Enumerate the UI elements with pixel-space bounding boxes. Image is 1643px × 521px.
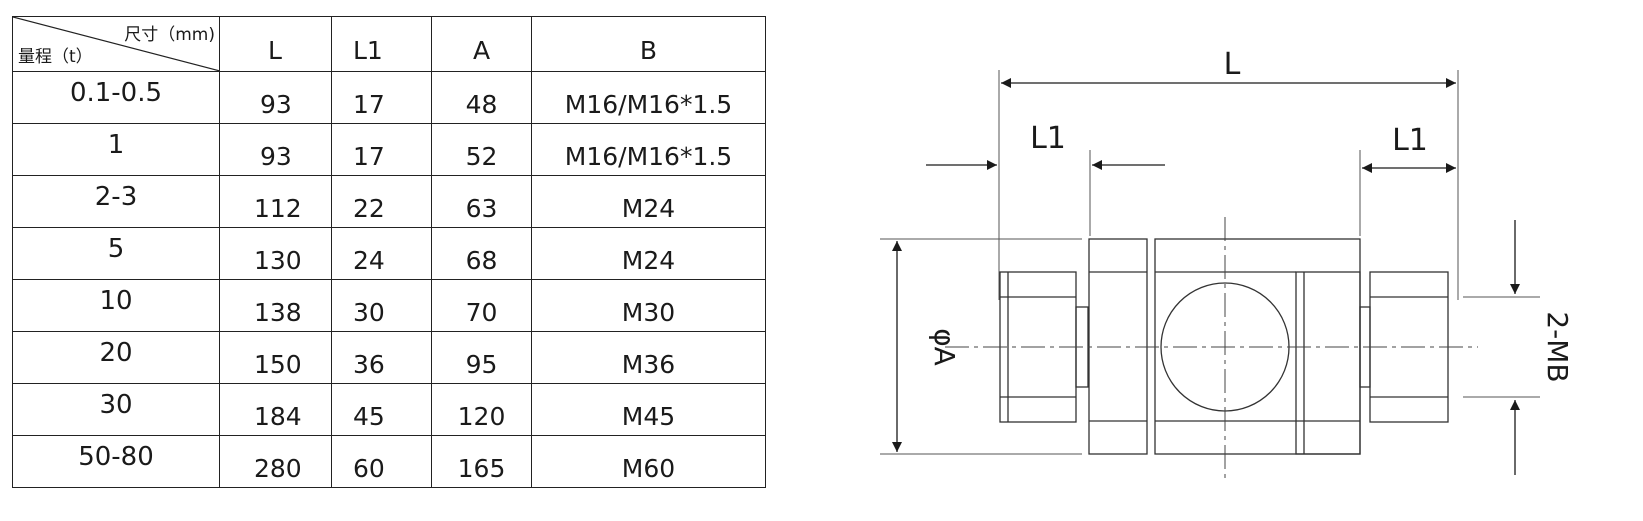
corner-dimension-label: 尺寸（mm) (124, 25, 215, 45)
value-A-cell: 165 (431, 435, 532, 488)
technical-drawing: L L1 L1 φA 2-MB (880, 47, 1574, 478)
range-cell: 50-80 (12, 435, 220, 488)
range-cell: 0.1-0.5 (12, 71, 220, 124)
table-row: 2-3 112 22 63 M24 (12, 175, 766, 228)
label-L: L (1224, 47, 1241, 82)
dimension-L1-right: L1 (1362, 123, 1456, 173)
range-cell: 5 (12, 227, 220, 280)
value-A-cell: 68 (431, 227, 532, 280)
value-A-cell: 95 (431, 331, 532, 384)
corner-diagonal-line (13, 17, 219, 71)
value-L1-cell: 22 (331, 175, 432, 228)
value-A-cell: 70 (431, 279, 532, 332)
value-A-cell: 48 (431, 71, 532, 124)
dimension-table: 尺寸（mm) 量程（t） L L1 A B 0.1-0.5 93 17 48 M… (12, 16, 766, 488)
value-L1-cell: 17 (331, 71, 432, 124)
value-L-cell: 112 (219, 175, 332, 228)
table-row: 5 130 24 68 M24 (12, 227, 766, 280)
value-B-cell: M16/M16*1.5 (531, 123, 766, 176)
range-cell: 1 (12, 123, 220, 176)
value-L-cell: 93 (219, 123, 332, 176)
range-cell: 20 (12, 331, 220, 384)
column-header-L: L (219, 16, 332, 72)
value-B-cell: M45 (531, 383, 766, 436)
value-L-cell: 93 (219, 71, 332, 124)
value-B-cell: M24 (531, 175, 766, 228)
value-L1-cell: 45 (331, 383, 432, 436)
value-L-cell: 130 (219, 227, 332, 280)
dimension-2MB: 2-MB (1510, 220, 1574, 475)
right-flange (1295, 271, 1361, 455)
value-B-cell: M16/M16*1.5 (531, 71, 766, 124)
value-L-cell: 150 (219, 331, 332, 384)
value-L1-cell: 24 (331, 227, 432, 280)
table-row: 10 138 30 70 M30 (12, 279, 766, 332)
dimension-L: L (1001, 47, 1456, 88)
table-header-row: 尺寸（mm) 量程（t） L L1 A B (12, 16, 766, 72)
table-row: 0.1-0.5 93 17 48 M16/M16*1.5 (12, 71, 766, 124)
column-header-B: B (531, 16, 766, 72)
table-row: 30 184 45 120 M45 (12, 383, 766, 436)
value-L1-cell: 30 (331, 279, 432, 332)
value-B-cell: M60 (531, 435, 766, 488)
value-L1-cell: 17 (331, 123, 432, 176)
table-row: 20 150 36 95 M36 (12, 331, 766, 384)
value-B-cell: M24 (531, 227, 766, 280)
value-A-cell: 52 (431, 123, 532, 176)
range-cell: 2-3 (12, 175, 220, 228)
value-A-cell: 120 (431, 383, 532, 436)
range-cell: 30 (12, 383, 220, 436)
center-lines (945, 217, 1478, 478)
value-A-cell: 63 (431, 175, 532, 228)
column-header-A: A (431, 16, 532, 72)
column-header-L1: L1 (331, 16, 432, 72)
value-L-cell: 184 (219, 383, 332, 436)
value-B-cell: M36 (531, 331, 766, 384)
corner-header-cell: 尺寸（mm) 量程（t） (12, 16, 220, 72)
label-2MB: 2-MB (1541, 311, 1574, 382)
value-L1-cell: 60 (331, 435, 432, 488)
dimension-L1-left: L1 (926, 121, 1165, 170)
table-row: 1 93 17 52 M16/M16*1.5 (12, 123, 766, 176)
value-L1-cell: 36 (331, 331, 432, 384)
table-row: 50-80 280 60 165 M60 (12, 435, 766, 488)
extension-lines (880, 70, 1540, 455)
label-L1-left: L1 (1030, 121, 1066, 156)
label-L1-right: L1 (1392, 123, 1428, 158)
value-L-cell: 138 (219, 279, 332, 332)
value-L-cell: 280 (219, 435, 332, 488)
corner-range-label: 量程（t） (18, 47, 93, 67)
value-B-cell: M30 (531, 279, 766, 332)
range-cell: 10 (12, 279, 220, 332)
